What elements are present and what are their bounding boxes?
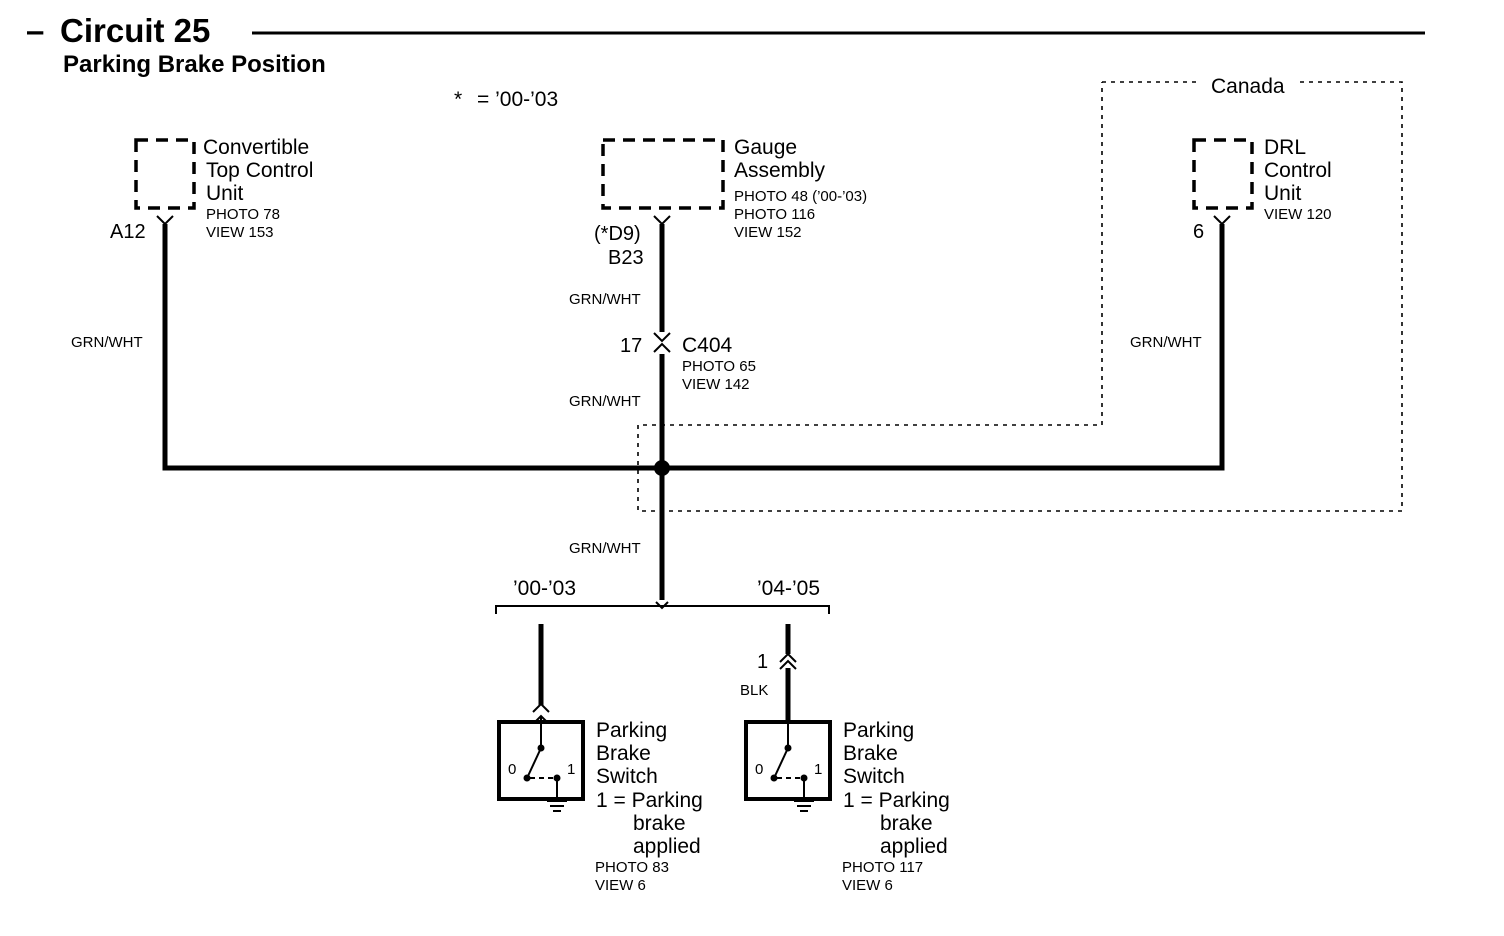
convertible-pin-terminal	[156, 215, 174, 226]
switch-right-pos1: 1	[814, 761, 822, 778]
drl-unit-box	[1192, 138, 1254, 210]
parking-brake-switch-right: 1 BLK 0 1 Parking Brake Switch 1 = Parki…	[740, 624, 950, 894]
variant-left-label: ’00-’03	[513, 577, 576, 600]
canada-region-border	[637, 81, 1403, 512]
switch-right-view-ref: VIEW 6	[842, 877, 893, 894]
gauge-assembly: Gauge Assembly PHOTO 48 (’00-’03) PHOTO …	[594, 136, 867, 269]
title-dash: –	[26, 12, 44, 49]
drl-pin-label: 6	[1193, 221, 1204, 243]
switch-left-name-4: 1 = Parking	[596, 789, 703, 812]
switch-right-name-3: Switch	[843, 765, 905, 788]
switch-right-name-2: Brake	[843, 742, 898, 765]
c404-male-terminal	[653, 342, 671, 353]
c404-female-terminal	[653, 332, 671, 343]
page-title: Circuit 25	[60, 12, 210, 49]
convertible-view-ref: VIEW 153	[206, 224, 274, 241]
switch-left-name-2: Brake	[596, 742, 651, 765]
switch-left-name-5: brake	[633, 812, 686, 835]
gauge-view-ref: VIEW 152	[734, 224, 802, 241]
convertible-top-control-unit: Convertible Top Control Unit PHOTO 78 VI…	[110, 136, 313, 243]
c404-name: C404	[682, 334, 733, 357]
drl-name-1: DRL	[1264, 136, 1306, 159]
switch-left-terminal	[532, 702, 550, 713]
convertible-name-2: Top Control	[206, 159, 313, 182]
variant-bracket-notch	[655, 601, 669, 610]
switch-left-name-6: applied	[633, 835, 701, 858]
wire-label-gauge-lower: GRN/WHT	[569, 393, 641, 410]
drl-control-unit: DRL Control Unit VIEW 120 6	[1192, 136, 1332, 243]
switch-right-pin-label: 1	[757, 651, 768, 673]
switch-right-name-4: 1 = Parking	[843, 789, 950, 812]
ground-icon	[547, 800, 567, 812]
convertible-photo-ref: PHOTO 78	[206, 206, 280, 223]
drl-view-ref: VIEW 120	[1264, 206, 1332, 223]
switch-left-view-ref: VIEW 6	[595, 877, 646, 894]
wire-label-switch-feed: GRN/WHT	[569, 540, 641, 557]
gauge-pin-terminal	[653, 215, 671, 226]
switch-left-lever	[527, 747, 542, 777]
switch-left-name-1: Parking	[596, 719, 667, 742]
canada-label: Canada	[1211, 75, 1285, 98]
convertible-unit-box	[134, 138, 196, 210]
switch-right-connector-upper	[779, 652, 797, 663]
switch-right-connector-lower	[779, 659, 797, 670]
wire-label-drl: GRN/WHT	[1130, 334, 1202, 351]
c404-view-ref: VIEW 142	[682, 376, 750, 393]
main-bus-wire	[162, 224, 1225, 471]
gauge-name-1: Gauge	[734, 136, 797, 159]
switch-right-name-1: Parking	[843, 719, 914, 742]
page-subtitle: Parking Brake Position	[63, 51, 326, 78]
gauge-name-2: Assembly	[734, 159, 826, 182]
switch-left-pos0: 0	[508, 761, 516, 778]
gauge-assembly-box	[601, 138, 725, 210]
switch-left-pos1: 1	[567, 761, 575, 778]
variant-bracket	[495, 605, 830, 614]
c404-pin-label: 17	[620, 335, 642, 357]
switch-right-pos0: 0	[755, 761, 763, 778]
wire-label-gauge-upper: GRN/WHT	[569, 291, 641, 308]
convertible-name-1: Convertible	[203, 136, 309, 159]
drl-pin-terminal	[1213, 215, 1231, 226]
note-star: *	[454, 88, 462, 111]
gauge-pin-alt-label: (*D9)	[594, 223, 641, 245]
switch-left-contact-0	[523, 774, 531, 782]
note-text: = ’00-’03	[477, 88, 558, 111]
convertible-pin-label: A12	[110, 221, 146, 243]
switch-right-photo-ref: PHOTO 117	[842, 859, 923, 876]
splice-point	[654, 460, 670, 476]
switch-right-contact-0	[770, 774, 778, 782]
switch-left-photo-ref: PHOTO 83	[595, 859, 669, 876]
variant-right-label: ’04-’05	[757, 577, 820, 600]
gauge-photo-ref-1: PHOTO 48 (’00-’03)	[734, 188, 867, 205]
drl-name-3: Unit	[1264, 182, 1302, 205]
switch-left-name-3: Switch	[596, 765, 658, 788]
convertible-name-3: Unit	[206, 182, 244, 205]
gauge-photo-ref-2: PHOTO 116	[734, 206, 815, 223]
c404-photo-ref: PHOTO 65	[682, 358, 756, 375]
connector-c404: 17 C404 PHOTO 65 VIEW 142	[620, 332, 756, 393]
switch-left-arrow	[534, 714, 548, 723]
drl-name-2: Control	[1264, 159, 1332, 182]
gauge-pin-label: B23	[608, 247, 644, 269]
ground-icon	[794, 800, 814, 812]
switch-right-lever	[774, 747, 789, 777]
switch-right-name-6: applied	[880, 835, 948, 858]
wire-label-convertible: GRN/WHT	[71, 334, 143, 351]
switch-right-wire-label: BLK	[740, 682, 768, 699]
parking-brake-switch-left: 0 1 Parking Brake Switch 1 = Parking bra…	[497, 624, 703, 894]
switch-right-name-5: brake	[880, 812, 933, 835]
